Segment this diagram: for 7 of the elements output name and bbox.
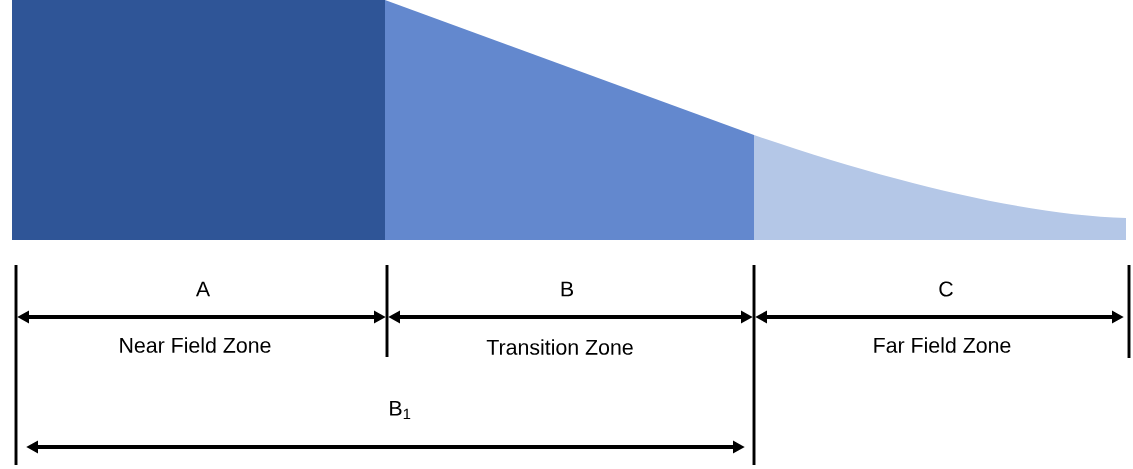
dimension-label: B (561, 281, 573, 297)
dimension-label: C (939, 281, 953, 297)
zone-label: Near Field Zone (120, 337, 271, 353)
dimension-label: A (195, 281, 211, 297)
dimension-label: B$_{1}$ (390, 400, 411, 420)
zone-label: Transition Zone (486, 339, 633, 355)
zone-label: Far Field Zone (874, 337, 1011, 353)
